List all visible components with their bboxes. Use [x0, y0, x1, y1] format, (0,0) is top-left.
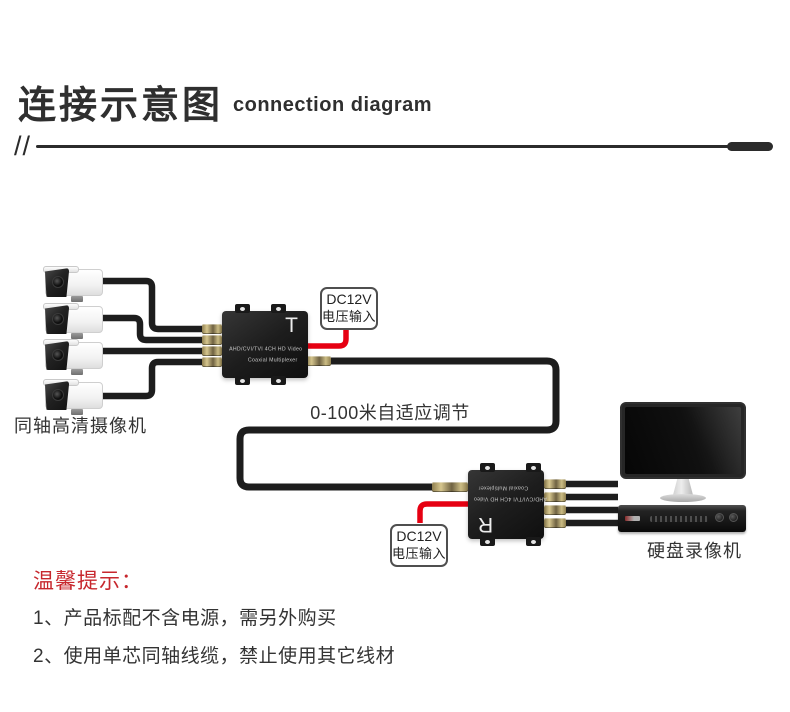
page-title: 连接示意图	[18, 85, 224, 127]
receiver-letter: R	[478, 513, 494, 536]
tips-heading: 温馨提示：	[33, 570, 143, 593]
camera-lens	[52, 349, 64, 361]
mounting-tab	[271, 304, 286, 313]
dvr-knob	[715, 513, 724, 522]
mounting-tab	[235, 376, 250, 385]
divider-slashes: //	[14, 131, 32, 161]
bullet-camera-2	[43, 303, 103, 339]
camera4-cable	[103, 358, 206, 400]
bullet-camera-4	[43, 379, 103, 415]
transmitter-text-line2: Coaxial Multiplexer	[248, 357, 298, 363]
monitor-stand	[672, 479, 694, 496]
bnc-connector	[544, 479, 566, 489]
receiver-text-line1: AHD/CVI/TVI 4CH HD Video	[474, 496, 548, 502]
camera-bracket	[71, 333, 84, 339]
camera-lens	[52, 276, 64, 288]
camera2-cable	[103, 314, 206, 344]
dvr-unit	[618, 505, 746, 532]
dvr-buttons	[650, 516, 708, 522]
bnc-connector	[544, 492, 566, 502]
transmitter-power-cable	[308, 324, 349, 349]
monitor-screen	[625, 407, 741, 474]
bnc-connector-transmitter-out	[305, 356, 331, 366]
camera1-cable	[103, 277, 206, 333]
distance-label: 0-100米自适应调节	[310, 403, 470, 423]
power-label-receiver: DC12V 电压输入	[390, 524, 448, 567]
mounting-tab	[235, 304, 250, 313]
transmitter-text-line1: AHD/CVI/TVI 4CH HD Video	[228, 346, 302, 352]
dvr-knob	[729, 513, 738, 522]
mounting-tab	[271, 376, 286, 385]
camera-bracket	[71, 409, 84, 415]
mounting-tab	[480, 537, 495, 546]
mounting-tab	[480, 463, 495, 472]
bnc-connector	[544, 518, 566, 528]
page-subtitle: connection diagram	[233, 94, 433, 116]
camera-bracket	[71, 296, 84, 302]
bnc-connector	[202, 346, 222, 356]
receiver-text-line2: Coaxial Multiplexer	[478, 485, 528, 491]
bnc-connector	[544, 505, 566, 515]
power-label-line1: DC12V	[396, 528, 442, 544]
tip-item-1: 1、产品标配不含电源，需另外购买	[33, 608, 337, 629]
bnc-connector	[202, 324, 222, 334]
main-coax-cable	[236, 357, 560, 491]
tip-item-2: 2、使用单芯同轴线缆，禁止使用其它线材	[33, 646, 396, 667]
bnc-connector	[202, 335, 222, 345]
camera-lens	[52, 313, 64, 325]
dvr-label: 硬盘录像机	[647, 541, 742, 561]
monitor-base	[660, 494, 706, 502]
power-label-line2: 电压输入	[392, 545, 447, 561]
monitor	[620, 402, 746, 479]
camera-group-label: 同轴高清摄像机	[14, 416, 147, 436]
bullet-camera-1	[43, 266, 103, 302]
bnc-connector	[202, 357, 222, 367]
transmitter-box: T AHD/CVI/TVI 4CH HD Video Coaxial Multi…	[222, 304, 308, 385]
power-label-line2: 电压输入	[322, 308, 377, 324]
mounting-tab	[526, 537, 541, 546]
camera-lens	[52, 389, 64, 401]
dvr-logo	[625, 516, 640, 521]
bullet-camera-3	[43, 339, 103, 375]
receiver-box: R AHD/CVI/TVI 4CH HD Video Coaxial Multi…	[468, 463, 548, 546]
divider-end-pill	[727, 142, 773, 151]
mounting-tab	[526, 463, 541, 472]
transmitter-letter: T	[285, 314, 298, 337]
power-label-transmitter: DC12V 电压输入	[320, 287, 378, 330]
divider-rule	[36, 145, 772, 148]
power-label-line1: DC12V	[326, 291, 372, 307]
bnc-connector-receiver-in	[432, 482, 468, 492]
camera-bracket	[71, 369, 84, 375]
receiver-power-cable	[417, 501, 470, 523]
